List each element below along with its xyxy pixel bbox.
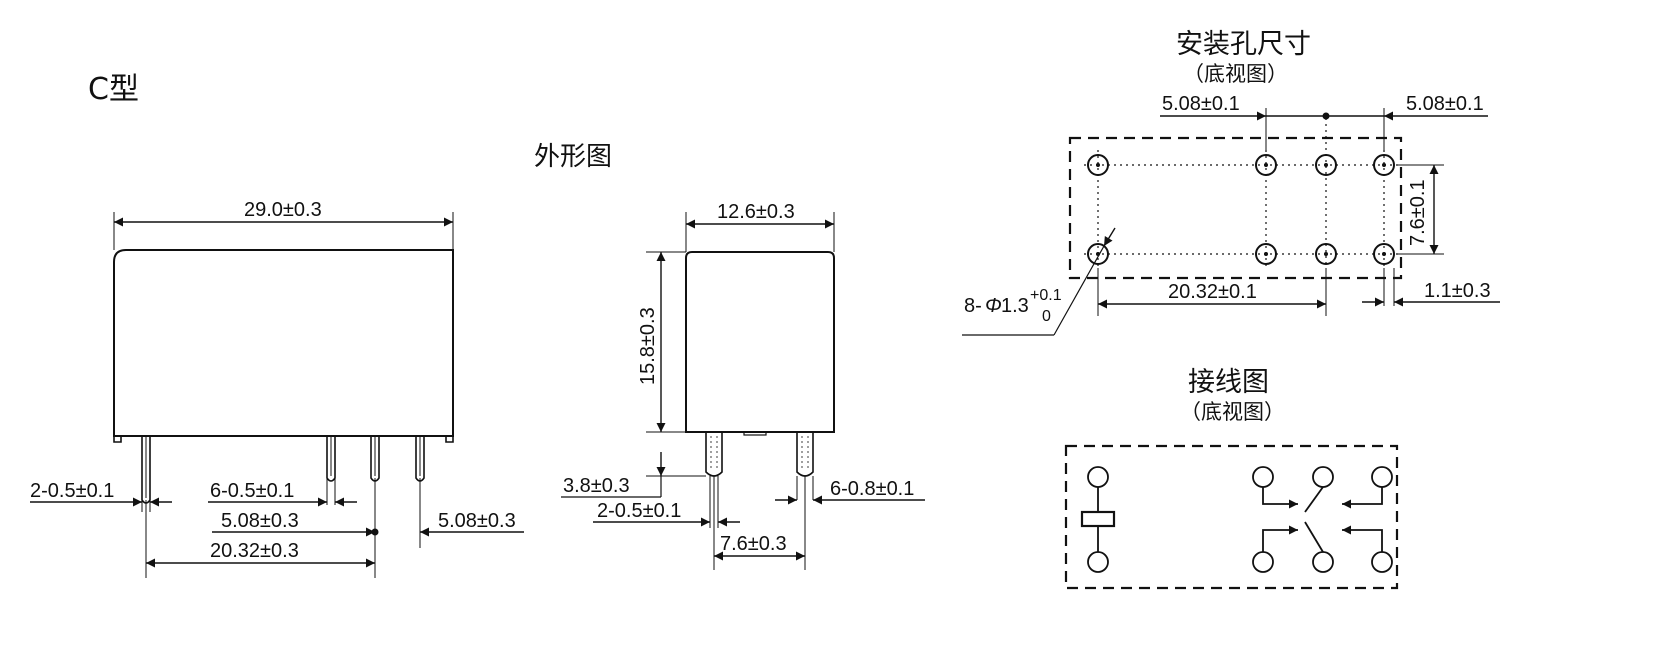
- front-foot-left: [113, 436, 122, 443]
- dim-hole-tol-lower: 0: [1042, 308, 1051, 325]
- dim-pin-width-side-label: 2-0.5±0.1: [597, 500, 681, 522]
- terminal-circle: [1252, 466, 1274, 488]
- side-view: [646, 212, 835, 570]
- mount-title: 安装孔尺寸: [1176, 29, 1311, 60]
- switch-lower: [1262, 521, 1383, 553]
- terminal-circle: [1312, 551, 1334, 573]
- dim-hole-pitch-right-label: 5.08±0.1: [1406, 93, 1484, 115]
- front-body: [113, 249, 454, 437]
- side-notch: [743, 431, 767, 436]
- terminal-circle: [1371, 551, 1393, 573]
- mount-subtitle: （底视图）: [1183, 62, 1288, 86]
- dim-hole-pitch-left-label: 5.08±0.1: [1162, 93, 1240, 115]
- side-body: [685, 251, 835, 433]
- wiring-title: 接线图: [1188, 367, 1269, 398]
- front-pin: [326, 436, 336, 482]
- front-pin: [370, 436, 380, 482]
- wiring-outline: [1064, 444, 1399, 590]
- mount-hole: [1315, 154, 1337, 176]
- dim-pin-width-six-label: 6-0.5±0.1: [210, 480, 294, 502]
- side-pin: [705, 432, 723, 477]
- terminal-circle: [1312, 466, 1334, 488]
- wiring-subtitle: （底视图）: [1180, 400, 1285, 424]
- front-foot-right: [445, 436, 454, 443]
- coil-symbol: [1080, 466, 1116, 573]
- mount-hole: [1087, 154, 1109, 176]
- mount-hole: [1255, 154, 1277, 176]
- dim-pin-length-label: 3.8±0.3: [563, 475, 630, 497]
- dim-hole-row-spacing-label: 7.6±0.1: [1407, 179, 1429, 246]
- mount-hole: [1373, 243, 1395, 265]
- outline-title: 外形图: [534, 142, 613, 172]
- terminal-circle: [1371, 466, 1393, 488]
- mount-hole: [1315, 243, 1337, 265]
- dim-pin-thick-side-label: 6-0.8±0.1: [830, 478, 914, 500]
- dim-pin-span-label: 20.32±0.3: [210, 540, 299, 562]
- dim-row-spacing-side-label: 7.6±0.3: [720, 533, 787, 555]
- wiring-view: [1064, 444, 1399, 590]
- mount-outline: [1068, 136, 1403, 280]
- side-dimensions: [561, 219, 925, 561]
- dim-hole-diameter-value: 1.3: [1001, 295, 1029, 317]
- front-dim-labels: 29.0±0.3 2-0.5±0.1 6-0.5±0.1 5.08±0.3 5.…: [30, 199, 516, 562]
- side-dim-labels: 12.6±0.3 15.8±0.3 3.8±0.3 2-0.5±0.1 6-0.…: [563, 201, 914, 555]
- dim-hole-diameter-prefix: 8-: [964, 295, 982, 317]
- dim-pin-width-front-label: 2-0.5±0.1: [30, 480, 114, 502]
- switch-upper: [1262, 486, 1383, 513]
- front-dimensions: [30, 217, 524, 568]
- mount-view: [1068, 108, 1444, 316]
- side-pin: [796, 432, 814, 477]
- dim-hole-tol-upper: +0.1: [1030, 287, 1062, 304]
- front-pin: [141, 436, 151, 504]
- dim-pitch-b-label: 5.08±0.3: [438, 510, 516, 532]
- dim-hole-offset-label: 1.1±0.3: [1424, 280, 1491, 302]
- dim-hole-diameter-symbol: Φ: [985, 295, 1002, 317]
- dim-body-height-label: 15.8±0.3: [637, 307, 659, 385]
- dim-body-length-label: 29.0±0.3: [244, 199, 322, 221]
- front-pin: [415, 436, 425, 482]
- mount-hole: [1373, 154, 1395, 176]
- mount-dim-labels: 5.08±0.1 5.08±0.1 7.6±0.1 20.32±0.1 1.1±…: [964, 93, 1491, 325]
- dim-hole-span-label: 20.32±0.1: [1168, 281, 1257, 303]
- dim-body-width-label: 12.6±0.3: [717, 201, 795, 223]
- mount-dimensions: [962, 111, 1500, 336]
- terminal-circle: [1252, 551, 1274, 573]
- mount-hole: [1255, 243, 1277, 265]
- dim-pitch-a-label: 5.08±0.3: [221, 510, 299, 532]
- type-label: C型: [88, 72, 139, 107]
